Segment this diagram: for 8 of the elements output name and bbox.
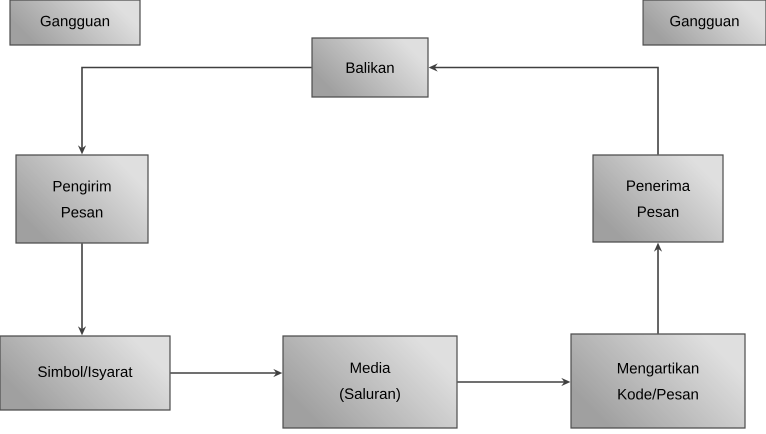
process-box: Pengirim Pesan xyxy=(15,154,149,244)
process-box: Balikan xyxy=(311,37,429,98)
process-box: Media (Saluran) xyxy=(282,335,458,429)
process-box: Penerima Pesan xyxy=(592,154,724,243)
process-box: Gangguan xyxy=(642,0,766,46)
process-box: Simbol/Isyarat xyxy=(0,335,171,411)
process-box: Mengartikan Kode/Pesan xyxy=(570,333,746,429)
process-box: Gangguan xyxy=(9,0,141,46)
